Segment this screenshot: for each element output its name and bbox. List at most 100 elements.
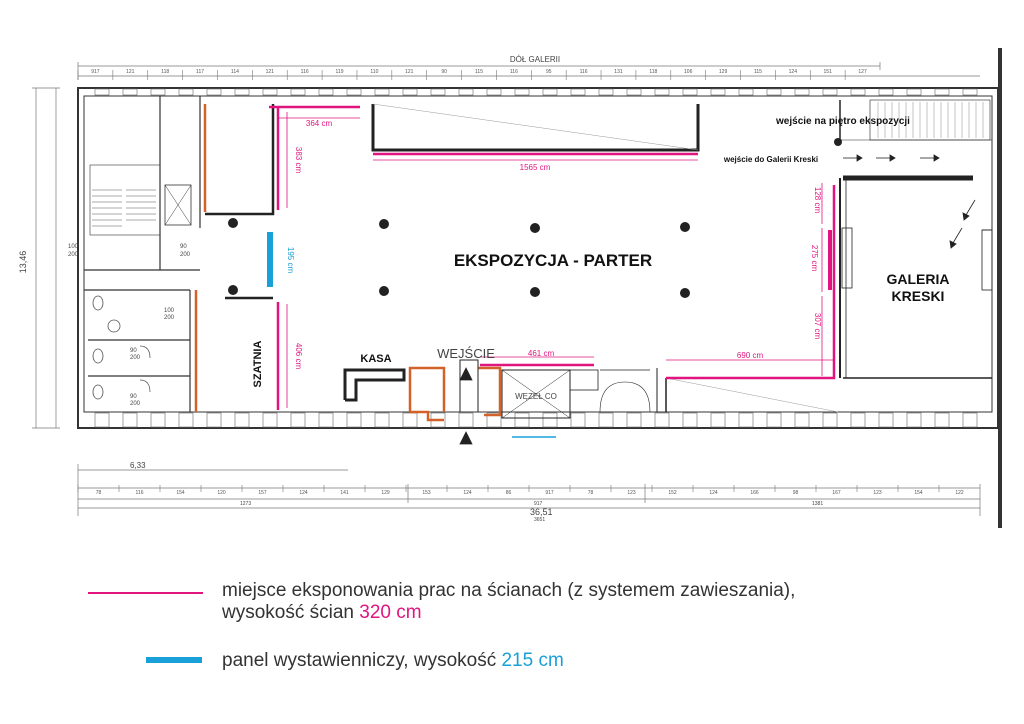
entrance-label: WEJŚCIE: [437, 346, 495, 361]
top-label: DÓŁ GALERII: [510, 55, 560, 64]
bottom-dim-label: 86: [506, 490, 512, 496]
m-128: 128 cm: [813, 187, 822, 214]
top-dim-label: 121: [126, 69, 135, 75]
window-mark: [374, 412, 390, 428]
window-mark: [794, 412, 810, 428]
exhibition-walls: [269, 105, 836, 410]
window-mark: [402, 412, 418, 428]
top-dim-label: 118: [649, 69, 657, 75]
m-690: 690 cm: [737, 351, 764, 360]
window-mark: [374, 88, 390, 96]
top-dim-label: 917: [91, 69, 100, 75]
window-mark: [906, 88, 922, 96]
bottom-dim-label: 98: [793, 490, 799, 496]
window-mark: [94, 88, 110, 96]
svg-text:1273: 1273: [240, 501, 251, 507]
direction-arrows: [459, 154, 976, 445]
window-mark: [262, 412, 278, 428]
bottom-dim-label: 166: [750, 490, 759, 496]
window-mark: [962, 412, 978, 428]
window-mark: [570, 88, 586, 96]
top-dim-label: 119: [336, 69, 344, 75]
window-mark: [206, 412, 222, 428]
m-383: 383 cm: [294, 147, 303, 174]
left-dimension-line: [32, 87, 60, 429]
top-dim-label: 121: [266, 69, 275, 75]
bottom-dim-label: 153: [422, 490, 431, 496]
legend-wall-height: 320 cm: [359, 602, 422, 623]
bottom-dim-label: 154: [914, 490, 923, 496]
bottom-dim-label: 122: [955, 490, 964, 496]
svg-text:100: 100: [68, 244, 79, 250]
measurement-labels: 364 cm 383 cm 195 cm 406 cm 1565 cm 461 …: [286, 119, 822, 369]
top-dim-label: 106: [684, 69, 693, 75]
bottom-dim-label: 157: [258, 490, 267, 496]
m-195: 195 cm: [286, 247, 295, 274]
top-dim-label: 116: [580, 69, 588, 75]
window-mark: [654, 412, 670, 428]
top-dim-label: 124: [789, 69, 798, 75]
entrance-arrow-inner: [459, 367, 473, 381]
cloakroom-label: SZATNIA: [252, 341, 264, 388]
bottom-dim-label: 917: [545, 490, 554, 496]
window-mark: [766, 412, 782, 428]
svg-text:1381: 1381: [812, 501, 823, 507]
window-mark: [290, 88, 306, 96]
bottom-dim-label: 129: [381, 490, 390, 496]
svg-text:90: 90: [180, 244, 187, 250]
svg-text:200: 200: [180, 252, 191, 258]
window-mark: [458, 412, 474, 428]
door-labels: 100 200 90 200 100 200 90 200 90 200: [68, 244, 191, 407]
cashier-label: KASA: [360, 353, 391, 365]
bottom-dim-label: 120: [217, 490, 226, 496]
window-mark: [514, 412, 530, 428]
window-mark: [178, 88, 194, 96]
window-mark: [346, 412, 362, 428]
dimension-arrows: [278, 112, 834, 408]
top-dim-label: 114: [231, 69, 239, 75]
bottom-dim-label: 152: [668, 490, 677, 496]
bottom-dim-label: 123: [873, 490, 882, 496]
window-mark: [402, 88, 418, 96]
window-mark: [430, 88, 446, 96]
bottom-dim-label: 167: [832, 490, 841, 496]
top-dim-label: 95: [546, 69, 552, 75]
legend-wall: miejsce eksponowania prac na ścianach (z…: [222, 580, 795, 624]
window-mark: [458, 88, 474, 96]
window-mark: [570, 412, 586, 428]
service-block: [84, 96, 201, 412]
m-406: 406 cm: [294, 343, 303, 370]
windows-top: [94, 88, 978, 96]
window-mark: [822, 412, 838, 428]
window-mark: [626, 88, 642, 96]
window-mark: [934, 88, 950, 96]
orange-walls: [194, 104, 502, 422]
bottom-dim-label: 124: [299, 490, 308, 496]
top-dim-label: 115: [475, 69, 483, 75]
window-mark: [682, 88, 698, 96]
m-1565: 1565 cm: [520, 163, 551, 172]
window-mark: [682, 412, 698, 428]
svg-text:200: 200: [130, 401, 141, 407]
top-dim-label: 115: [754, 69, 762, 75]
window-mark: [850, 412, 866, 428]
legend-wall-line1: miejsce eksponowania prac na ścianach (z…: [222, 580, 796, 601]
window-mark: [262, 88, 278, 96]
window-mark: [654, 88, 670, 96]
window-mark: [234, 412, 250, 428]
m-275: 275 cm: [810, 245, 819, 272]
columns: [228, 138, 842, 298]
window-mark: [710, 412, 726, 428]
bottom-dim-label: 141: [340, 490, 349, 496]
top-dim-label: 116: [510, 69, 518, 75]
entrance-arrow-outer: [459, 431, 473, 445]
m-307: 307 cm: [813, 313, 822, 340]
window-mark: [178, 412, 194, 428]
gallery-label-1: GALERIA: [887, 271, 950, 287]
top-dim-label: 121: [405, 69, 414, 75]
window-mark: [794, 88, 810, 96]
top-dim-label: 116: [301, 69, 309, 75]
dim-total: 36,51: [530, 507, 553, 517]
bottom-dim-label: 78: [588, 490, 594, 496]
